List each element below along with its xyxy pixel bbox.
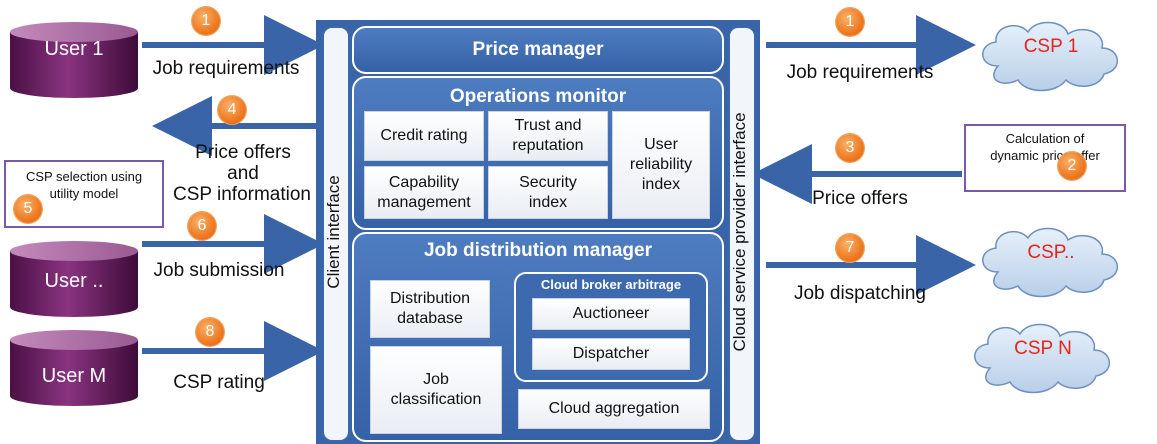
dispatcher-box: Dispatcher [532, 338, 690, 370]
csp-n-label: CSP N [1014, 338, 1072, 359]
csp-selection-text-2: utility model [49, 186, 119, 201]
provider-interface-band [728, 26, 756, 442]
price-manager-title: Price manager [472, 39, 604, 60]
distribution-label-1: Distribution [389, 290, 471, 307]
job-requirements-left-label: Job requirements [152, 58, 300, 79]
trust-label-1: Trust and [514, 117, 582, 134]
price-manager-panel: Price manager [352, 26, 724, 74]
user-reliability-box: User reliability index [612, 111, 710, 219]
user-reliability-label-1: User [644, 136, 678, 153]
price-offers-left-label-2: and [227, 163, 259, 184]
price-offers-right-label: Price offers [812, 188, 908, 209]
price-offers-left-label-3: CSP information [173, 184, 311, 205]
distribution-label-2: database [397, 310, 463, 327]
cloud-broker-arbitrage-group: Cloud broker arbitrage Auctioneer Dispat… [514, 272, 708, 382]
csp-mid-label: CSP.. [1027, 242, 1075, 263]
client-interface-label: Client interface [324, 175, 343, 289]
cloud-csp1 [982, 21, 1118, 92]
security-label-1: Security [519, 173, 577, 191]
security-index-box: Security index [488, 166, 608, 219]
job-classification-box: Job classification [370, 346, 502, 434]
security-label-2: index [528, 193, 568, 211]
calculation-text-1: Calculation of [1005, 131, 1085, 146]
trust-label-2: reputation [512, 137, 584, 154]
job-dispatching-label: Job dispatching [793, 283, 927, 304]
job-classification-label-2: classification [390, 391, 482, 408]
cloud-csp-mid [982, 227, 1118, 298]
cylinder-user-m [10, 330, 138, 406]
credit-rating-label: Credit rating [380, 127, 468, 144]
job-submission-label: Job submission [153, 260, 285, 281]
csp-selection-text-1: CSP selection using [25, 169, 143, 184]
operations-monitor-title: Operations monitor [449, 86, 627, 107]
step-badge-1-left: 1 [192, 7, 220, 35]
user-m-label: User M [41, 365, 107, 387]
step-badge-2: 2 [1058, 152, 1086, 180]
step-badge-7: 7 [836, 234, 864, 262]
cloud-aggregation-label: Cloud aggregation [548, 400, 680, 417]
trust-reputation-box: Trust and reputation [488, 111, 608, 161]
dispatcher-label: Dispatcher [572, 345, 650, 362]
step-badge-1-right: 1 [836, 8, 864, 36]
step-badge-6: 6 [188, 212, 216, 240]
distribution-database-box: Distribution database [370, 280, 490, 338]
job-classification-label-1: Job [423, 371, 449, 388]
calculation-text-2: dynamic price offer [990, 148, 1100, 163]
auctioneer-box: Auctioneer [532, 298, 690, 330]
step-badge-3: 3 [836, 134, 864, 162]
cloud-broker-arbitrage-title: Cloud broker arbitrage [540, 277, 682, 292]
cylinder-user1 [10, 22, 138, 98]
auctioneer-label: Auctioneer [572, 305, 650, 322]
step-badge-4: 4 [218, 96, 246, 124]
user-mid-label: User .. [44, 270, 104, 292]
cloud-aggregation-box: Cloud aggregation [518, 389, 710, 429]
cylinder-user-mid [10, 241, 138, 317]
price-offers-left-label-1: Price offers [195, 142, 291, 163]
job-distribution-panel: Job distribution manager Distribution da… [352, 232, 724, 442]
capability-label-1: Capability [388, 173, 460, 191]
user-reliability-label-2: reliability [629, 156, 693, 173]
csp-selection-note: CSP selection using utility model [4, 160, 164, 228]
provider-interface-label: Cloud service provider interface [730, 112, 749, 352]
calculation-note: Calculation of dynamic price offer [964, 124, 1126, 192]
operations-monitor-panel: Operations monitor Credit rating Trust a… [352, 76, 724, 230]
cloud-csp-n [974, 323, 1110, 394]
capability-management-box: Capability management [364, 166, 484, 219]
step-badge-5: 5 [14, 195, 42, 223]
csp1-label: CSP 1 [1023, 36, 1079, 57]
job-distribution-title: Job distribution manager [423, 240, 653, 261]
user1-label: User 1 [44, 38, 104, 60]
step-badge-8: 8 [196, 318, 224, 346]
credit-rating-box: Credit rating [364, 111, 484, 161]
capability-label-2: management [377, 193, 471, 211]
job-requirements-right-label: Job requirements [786, 62, 934, 83]
user-reliability-label-3: index [641, 176, 681, 193]
client-interface-band [322, 26, 350, 442]
csp-rating-label: CSP rating [173, 372, 265, 393]
